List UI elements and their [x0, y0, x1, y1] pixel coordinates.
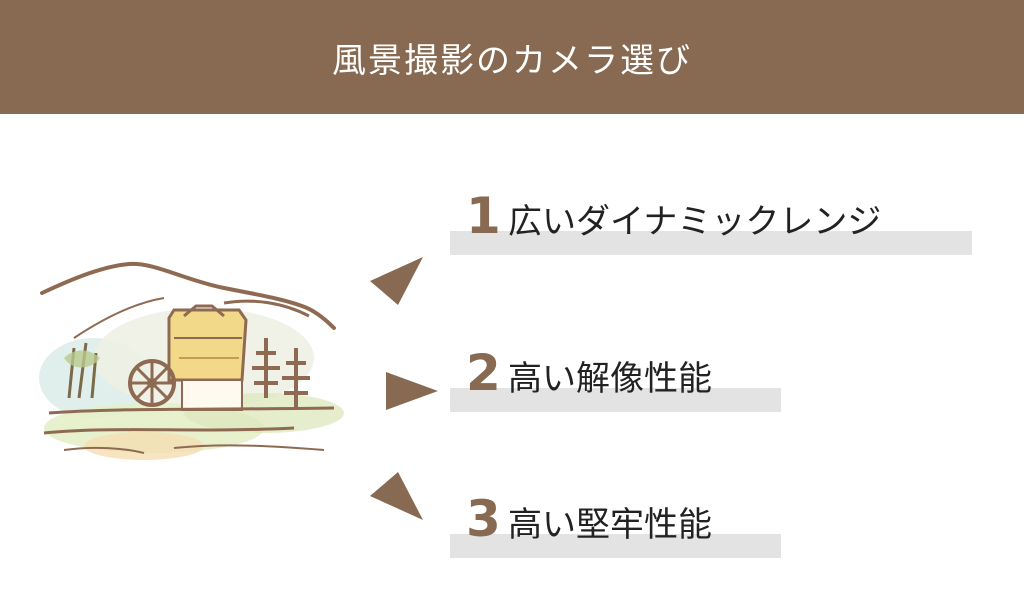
highlight-bar — [450, 388, 781, 412]
arrow-down-left-icon — [370, 257, 423, 305]
item-number: 1 — [466, 187, 501, 245]
header-banner: 風景撮影のカメラ選び — [0, 0, 1024, 114]
item-number: 3 — [466, 490, 501, 548]
item-label: 高い堅牢性能 — [508, 505, 712, 545]
watermill-landscape-illustration — [39, 261, 344, 460]
highlight-bar — [450, 231, 972, 255]
list-item-1: 1 広いダイナミックレンジ — [450, 185, 972, 255]
item-number: 2 — [466, 344, 501, 402]
arrow-right-icon — [386, 372, 438, 410]
list-item-3: 3 高い堅牢性能 — [450, 488, 781, 558]
item-label: 広いダイナミックレンジ — [508, 202, 882, 242]
list-item-2: 2 高い解像性能 — [450, 342, 781, 412]
item-label: 高い解像性能 — [508, 359, 712, 399]
page-title: 風景撮影のカメラ選び — [332, 40, 692, 81]
arrow-up-left-icon — [370, 472, 423, 520]
highlight-bar — [450, 534, 781, 558]
